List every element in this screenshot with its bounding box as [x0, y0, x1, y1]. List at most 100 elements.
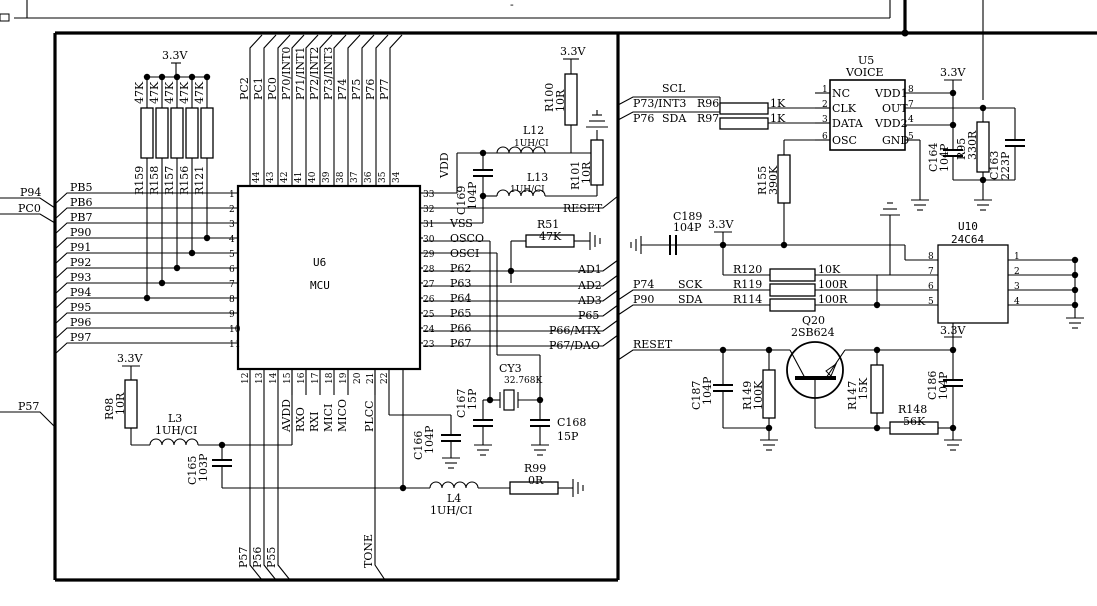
mcu-pin-number: 7	[229, 280, 235, 290]
eeprom-pin-number: 2	[1014, 267, 1020, 277]
r147-ref: R147	[846, 381, 859, 410]
r119-value: 100R	[818, 278, 848, 291]
voice-pin-label: VDD1	[874, 87, 908, 100]
r155-value: 390K	[767, 165, 780, 195]
avdd-filter: C166 104P L4 1UH/CI R99 0R	[222, 369, 584, 517]
voice-pin-label: DATA	[832, 117, 864, 130]
r101-value: 10R	[580, 161, 593, 184]
mcu-pin-number: 6	[229, 265, 235, 275]
mcu-pin-label: PLCC	[363, 400, 376, 432]
mcu-pin-number: 26	[423, 295, 435, 305]
net-p94: P94	[20, 186, 41, 199]
r98-supply: 3.3V	[117, 352, 143, 365]
r97-value: 1K	[770, 112, 786, 125]
voice-name: VOICE	[845, 66, 884, 79]
mcu-pin-label: P65	[450, 307, 471, 320]
junction-dot	[158, 73, 166, 81]
mcu-pin-number: 30	[423, 235, 435, 245]
mcu-pin-label: PB5	[70, 181, 92, 194]
c164-ref: C164	[927, 143, 940, 172]
c186-value: 104P	[937, 371, 950, 400]
r96	[719, 102, 769, 115]
mcu-pin-number: 9	[229, 310, 235, 320]
net-ad1: AD1	[577, 263, 602, 276]
mcu-pin-label: PC0	[266, 77, 279, 100]
r51-ref: R51	[537, 218, 559, 231]
mcu-pin-number: 39	[322, 171, 332, 183]
pullup-value: 47K	[163, 81, 176, 104]
mcu-pin-number: 29	[423, 250, 435, 260]
eeprom-sda: SDA	[678, 293, 703, 306]
l12-ref: L12	[523, 124, 544, 137]
r120	[769, 268, 816, 282]
mcu-pin-number: 23	[423, 340, 435, 350]
voice-pin-number: 7	[908, 100, 914, 110]
mcu-pin-label: P73/INT3	[322, 47, 335, 100]
mcu-pin-32: 32	[420, 205, 434, 215]
ground-symbol	[911, 199, 929, 211]
mcu-pin-label: OSCO	[450, 232, 484, 245]
mcu-pin-20: 20	[353, 372, 363, 384]
net-reset-mcu: RESET	[563, 202, 603, 215]
c187-ref: C187	[690, 381, 703, 410]
l12-value: 1UH/CI	[514, 139, 549, 149]
c169-value: 104P	[466, 181, 479, 210]
l3-value: 1UH/CI	[155, 424, 197, 437]
r100-supply: 3.3V	[560, 45, 586, 58]
c165-value: 103P	[197, 453, 210, 482]
voice-sda: SDA	[662, 112, 687, 125]
mcu-pin-label: P91	[70, 241, 91, 254]
mcu-pin-number: 38	[336, 171, 346, 183]
net-p55: P55	[265, 547, 278, 568]
l3-ref: L3	[168, 412, 182, 425]
l3	[149, 438, 199, 446]
mcu-pin-label: RXO	[294, 407, 307, 432]
c165-ref: C165	[186, 456, 199, 485]
junction-dot	[143, 294, 151, 302]
voice-pin-label: OSC	[832, 134, 857, 147]
voice-pin-number: 6	[822, 132, 828, 142]
mcu-pin-label: P67	[450, 337, 471, 350]
mcu-top-pins: PC244PC143PC042P70/INT041P71/INT140P72/I…	[238, 34, 403, 186]
mcu-pin-23: 23 P67	[420, 337, 471, 350]
mcu-pin-label: P93	[70, 271, 91, 284]
ground-symbol	[760, 439, 778, 451]
mcu-pin-number: 34	[392, 171, 402, 183]
mcu-pin-label: P63	[450, 277, 471, 290]
r120-value: 10K	[818, 263, 841, 276]
mcu-pin-label: P97	[70, 331, 91, 344]
voice-pin-number: 1	[822, 85, 828, 95]
c189-ref: C189	[673, 210, 702, 223]
net-ad3: AD3	[577, 294, 602, 307]
bottom-nets: P57 P56 P55 TONE	[237, 369, 386, 581]
c168-value: 15P	[557, 430, 579, 443]
mcu-name: MCU	[310, 279, 330, 292]
mcu-pin-label: P90	[70, 226, 91, 239]
mcu-pin-number: 37	[350, 171, 360, 183]
cy3-value: 32.768K	[504, 376, 542, 386]
eeprom-pin-number: 5	[928, 297, 934, 307]
mcu-pin-38: P73/INT3 38	[322, 34, 347, 186]
r97-ref: R97	[697, 112, 719, 125]
mcu-ref: U6	[313, 256, 326, 269]
c167-ref: C167	[455, 389, 468, 418]
c166-value: 104P	[423, 425, 436, 454]
